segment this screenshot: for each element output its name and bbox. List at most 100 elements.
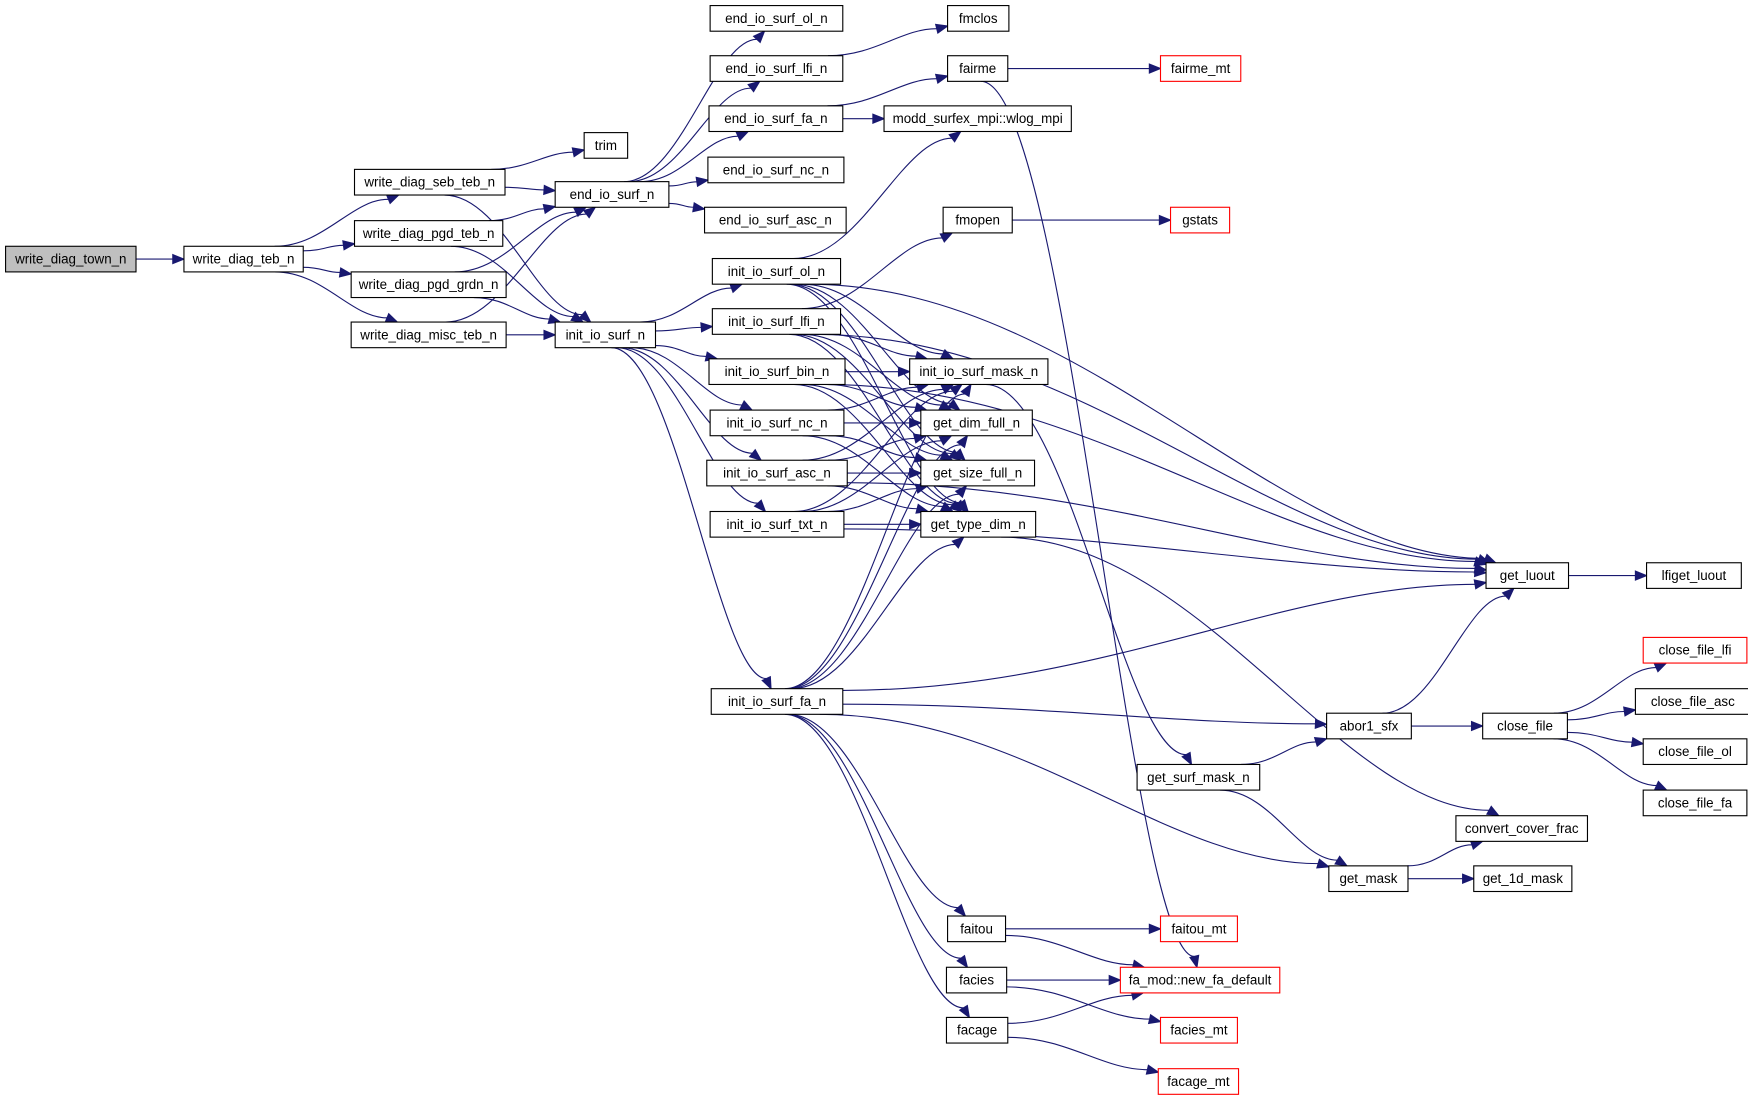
node-box[interactable] xyxy=(711,308,842,335)
node-box[interactable] xyxy=(708,105,844,133)
node-end_io_surf_n[interactable]: end_io_surf_n xyxy=(554,181,670,208)
node-box[interactable] xyxy=(707,156,845,184)
node-box[interactable] xyxy=(1642,636,1748,664)
node-convert_cover_frac[interactable]: convert_cover_frac xyxy=(1455,815,1589,842)
node-box[interactable] xyxy=(1157,1068,1240,1095)
node-box[interactable] xyxy=(1169,206,1231,234)
node-init_io_surf_fa_n[interactable]: init_io_surf_fa_n xyxy=(710,688,844,715)
node-box[interactable] xyxy=(1159,1016,1238,1044)
node-facage[interactable]: facage xyxy=(945,1016,1009,1044)
node-end_io_surf_ol_n[interactable]: end_io_surf_ol_n xyxy=(709,5,844,32)
node-get_dim_full_n[interactable]: get_dim_full_n xyxy=(920,409,1033,437)
node-box[interactable] xyxy=(909,358,1049,386)
node-box[interactable] xyxy=(920,409,1033,437)
node-box[interactable] xyxy=(883,105,1072,133)
node-box[interactable] xyxy=(920,459,1036,487)
node-box[interactable] xyxy=(1645,562,1742,589)
node-box[interactable] xyxy=(709,5,844,32)
node-get_type_dim_n[interactable]: get_type_dim_n xyxy=(920,510,1037,538)
node-box[interactable] xyxy=(1634,688,1748,715)
node-box[interactable] xyxy=(1159,55,1242,82)
node-lfiget_luout[interactable]: lfiget_luout xyxy=(1645,562,1742,589)
node-close_file[interactable]: close_file xyxy=(1482,712,1568,740)
node-box[interactable] xyxy=(947,5,1010,32)
node-init_io_surf_mask_n[interactable]: init_io_surf_mask_n xyxy=(909,358,1049,386)
node-write_diag_teb_n[interactable]: write_diag_teb_n xyxy=(183,245,304,273)
node-write_diag_pgd_grdn_n[interactable]: write_diag_pgd_grdn_n xyxy=(350,271,507,299)
node-box[interactable] xyxy=(1136,763,1261,791)
node-fmclos[interactable]: fmclos xyxy=(947,5,1010,32)
node-box[interactable] xyxy=(583,132,629,159)
node-box[interactable] xyxy=(920,510,1037,538)
node-get_surf_mask_n[interactable]: get_surf_mask_n xyxy=(1136,763,1261,791)
node-box[interactable] xyxy=(1119,966,1281,994)
node-box[interactable] xyxy=(1473,865,1573,893)
node-faitou[interactable]: faitou xyxy=(947,915,1007,943)
node-facies_mt[interactable]: facies_mt xyxy=(1159,1016,1238,1044)
node-box[interactable] xyxy=(350,271,507,299)
node-get_mask[interactable]: get_mask xyxy=(1328,865,1409,893)
node-box[interactable] xyxy=(710,688,844,715)
node-box[interactable] xyxy=(945,966,1008,994)
node-init_io_surf_lfi_n[interactable]: init_io_surf_lfi_n xyxy=(711,308,842,335)
node-get_1d_mask[interactable]: get_1d_mask xyxy=(1473,865,1573,893)
node-init_io_surf_txt_n[interactable]: init_io_surf_txt_n xyxy=(709,510,845,538)
node-fairme_mt[interactable]: fairme_mt xyxy=(1159,55,1242,82)
node-box[interactable] xyxy=(554,181,670,208)
node-box[interactable] xyxy=(942,206,1013,234)
node-box[interactable] xyxy=(1642,738,1748,766)
node-end_io_surf_fa_n[interactable]: end_io_surf_fa_n xyxy=(708,105,844,133)
node-get_luout[interactable]: get_luout xyxy=(1485,562,1570,589)
node-box[interactable] xyxy=(1159,915,1238,943)
node-close_file_asc[interactable]: close_file_asc xyxy=(1634,688,1748,715)
node-write_diag_seb_teb_n[interactable]: write_diag_seb_teb_n xyxy=(353,168,506,196)
node-box[interactable] xyxy=(1326,712,1412,740)
node-init_io_surf_bin_n[interactable]: init_io_surf_bin_n xyxy=(708,358,846,386)
node-box[interactable] xyxy=(709,409,845,437)
node-box[interactable] xyxy=(1328,865,1409,893)
node-fairme[interactable]: fairme xyxy=(947,55,1009,82)
node-box[interactable] xyxy=(706,459,848,487)
node-box[interactable] xyxy=(945,1016,1009,1044)
node-end_io_surf_asc_n[interactable]: end_io_surf_asc_n xyxy=(703,206,847,234)
node-box[interactable] xyxy=(1482,712,1568,740)
node-modd_surfex_mpi_wlog_mpi[interactable]: modd_surfex_mpi::wlog_mpi xyxy=(883,105,1072,133)
node-close_file_fa[interactable]: close_file_fa xyxy=(1642,789,1748,817)
node-end_io_surf_lfi_n[interactable]: end_io_surf_lfi_n xyxy=(709,55,844,82)
node-fa_mod_new_fa_default[interactable]: fa_mod::new_fa_default xyxy=(1119,966,1281,994)
node-box[interactable] xyxy=(1642,789,1748,817)
node-trim[interactable]: trim xyxy=(583,132,629,159)
node-facage_mt[interactable]: facage_mt xyxy=(1157,1068,1240,1095)
node-box[interactable] xyxy=(1455,815,1589,842)
node-write_diag_misc_teb_n[interactable]: write_diag_misc_teb_n xyxy=(350,321,507,349)
node-write_diag_pgd_teb_n[interactable]: write_diag_pgd_teb_n xyxy=(353,220,504,247)
node-init_io_surf_ol_n[interactable]: init_io_surf_ol_n xyxy=(711,257,842,285)
node-box[interactable] xyxy=(709,510,845,538)
node-box[interactable] xyxy=(711,257,842,285)
node-end_io_surf_nc_n[interactable]: end_io_surf_nc_n xyxy=(707,156,845,184)
node-box[interactable] xyxy=(708,358,846,386)
node-init_io_surf_n[interactable]: init_io_surf_n xyxy=(554,321,657,349)
node-box[interactable] xyxy=(353,220,504,247)
node-box[interactable] xyxy=(709,55,844,82)
node-abor1_sfx[interactable]: abor1_sfx xyxy=(1326,712,1412,740)
node-init_io_surf_asc_n[interactable]: init_io_surf_asc_n xyxy=(706,459,848,487)
node-box[interactable] xyxy=(947,55,1009,82)
node-box[interactable] xyxy=(350,321,507,349)
node-init_io_surf_nc_n[interactable]: init_io_surf_nc_n xyxy=(709,409,845,437)
node-box[interactable] xyxy=(353,168,506,196)
node-facies[interactable]: facies xyxy=(945,966,1008,994)
node-box[interactable] xyxy=(554,321,657,349)
node-box[interactable] xyxy=(183,245,304,273)
node-faitou_mt[interactable]: faitou_mt xyxy=(1159,915,1238,943)
node-box[interactable] xyxy=(5,245,137,273)
node-get_size_full_n[interactable]: get_size_full_n xyxy=(920,459,1036,487)
node-box[interactable] xyxy=(1485,562,1570,589)
node-box[interactable] xyxy=(947,915,1007,943)
node-fmopen[interactable]: fmopen xyxy=(942,206,1013,234)
node-write_diag_town_n[interactable]: write_diag_town_n xyxy=(5,245,137,273)
node-close_file_lfi[interactable]: close_file_lfi xyxy=(1642,636,1748,664)
node-box[interactable] xyxy=(703,206,847,234)
node-gstats[interactable]: gstats xyxy=(1169,206,1231,234)
node-close_file_ol[interactable]: close_file_ol xyxy=(1642,738,1748,766)
